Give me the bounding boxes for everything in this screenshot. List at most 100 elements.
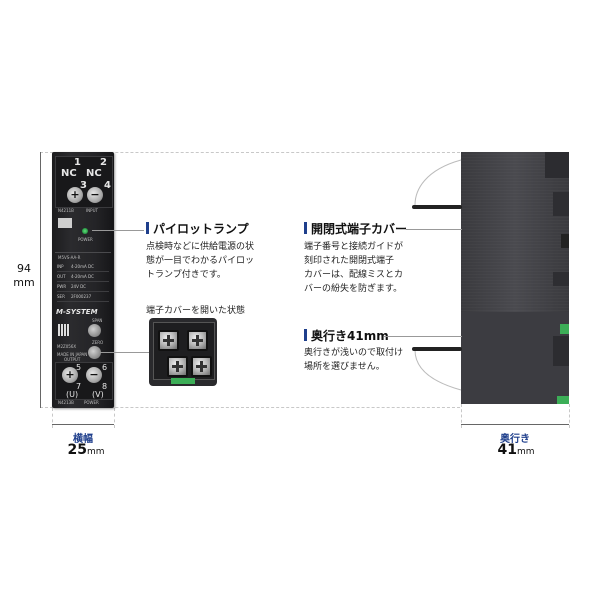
origin-label: MADE IN JAPAN bbox=[57, 352, 88, 357]
bottom-arc bbox=[414, 349, 462, 391]
heading-accent-bar bbox=[304, 329, 307, 341]
depth-value-block: 41mm bbox=[476, 442, 556, 458]
pilot-lamp-line: 点検時などに供給電源の状 bbox=[146, 242, 255, 252]
terminal-minus-screw-bottom: − bbox=[86, 367, 102, 383]
heading-accent-bar bbox=[304, 222, 307, 234]
terminal-number-7: 7 bbox=[76, 382, 82, 391]
spec-key: SER bbox=[57, 294, 65, 299]
pilot-lamp-leader-line bbox=[92, 230, 144, 231]
terminal-plus-screw: + bbox=[67, 187, 83, 203]
guide-depth-left bbox=[461, 404, 462, 428]
terminal-cover-heading: 開閉式端子カバー bbox=[304, 222, 407, 236]
span-label: SPAN bbox=[92, 318, 103, 323]
side-leader-arcs bbox=[414, 159, 462, 391]
bottom-power-label: POWER bbox=[84, 400, 99, 405]
spec-val: 4-20mA DC bbox=[71, 264, 94, 269]
bottom-model-label: N4213B bbox=[58, 400, 74, 405]
guide-depth-right bbox=[569, 404, 570, 428]
power-label: POWER bbox=[78, 237, 93, 242]
module-front-view: 1 2 NC NC 3 4 + − N4211B INPUT POWER M5V… bbox=[52, 152, 114, 408]
cover-open-caption: 端子カバーを開いた状態 bbox=[146, 306, 246, 316]
spec-val: 2F000237 bbox=[71, 294, 92, 299]
width-value: 25 bbox=[67, 442, 87, 458]
qr-code-icon bbox=[58, 324, 70, 336]
side-lower-block bbox=[461, 312, 569, 404]
terminal-cover-heading-text: 開閉式端子カバー bbox=[311, 222, 408, 236]
terminal-number-2: 2 bbox=[100, 157, 107, 168]
terminal-number-8: 8 bbox=[102, 382, 108, 391]
spec-row: SER 2F000237 bbox=[57, 293, 109, 302]
depth-note-heading: 奥行き41mm bbox=[304, 329, 389, 343]
terminal-cover-open-inset bbox=[149, 318, 217, 386]
terminal-screw-icon bbox=[158, 330, 179, 351]
pilot-lamp-led bbox=[82, 228, 88, 234]
terminal-cover-leader-line bbox=[406, 229, 462, 230]
width-dimension-line bbox=[52, 424, 114, 425]
brand-logo-icon bbox=[58, 218, 72, 228]
depth-note-line: 場所を選びません。 bbox=[304, 362, 385, 372]
depth-dimension-line bbox=[461, 424, 569, 425]
pilot-lamp-line: 態が一目でわかるパイロッ bbox=[146, 256, 255, 266]
inset-leader-line bbox=[100, 352, 150, 353]
inset-green-tab bbox=[171, 378, 195, 384]
terminal-cover-line: バーの紛失を防ぎます。 bbox=[304, 284, 403, 294]
terminal-nc-1: NC bbox=[61, 168, 77, 179]
zero-label: ZERO bbox=[92, 340, 104, 345]
spec-key: PWR bbox=[57, 284, 67, 289]
side-middle-step bbox=[553, 272, 569, 286]
terminal-v-label: (V) bbox=[92, 390, 104, 399]
spec-key: OUT bbox=[57, 274, 66, 279]
terminal-u-label: (U) bbox=[66, 390, 79, 399]
terminal-number-4: 4 bbox=[104, 180, 111, 191]
spec-row: PWR 24V DC bbox=[57, 283, 109, 292]
spec-row: INP 4-20mA DC bbox=[57, 263, 109, 272]
side-hook-bottom bbox=[412, 347, 462, 351]
pilot-lamp-line: トランプ付きです。 bbox=[146, 270, 226, 280]
brand-name: M-SYSTEM bbox=[56, 308, 98, 316]
side-rail-slot bbox=[561, 234, 569, 248]
guide-top bbox=[40, 152, 460, 153]
terminal-number-3: 3 bbox=[80, 180, 87, 191]
side-lower-notch bbox=[553, 336, 569, 366]
bottom-terminal-block: 5 6 + − 7 8 (U) (V) bbox=[55, 362, 113, 400]
top-terminal-block: 1 2 NC NC 3 4 + − bbox=[55, 156, 113, 208]
input-model-label: N4211B bbox=[58, 208, 74, 213]
height-dimension-line bbox=[40, 152, 41, 408]
output-label: OUTPUT bbox=[64, 357, 81, 362]
pilot-lamp-description: 点検時などに供給電源の状 態が一目でわかるパイロッ トランプ付きです。 bbox=[146, 240, 276, 282]
terminal-cover-line: 刻印された開閉式端子 bbox=[304, 256, 395, 266]
guide-width-left bbox=[52, 408, 53, 428]
top-arc bbox=[414, 159, 462, 206]
spec-key: INP bbox=[57, 264, 64, 269]
spec-val: 24V DC bbox=[71, 284, 86, 289]
side-top-step bbox=[553, 192, 569, 216]
zero-trimmer[interactable] bbox=[88, 346, 101, 359]
side-top-notch bbox=[545, 152, 569, 178]
terminal-cover-line: 端子番号と接続ガイドが bbox=[304, 242, 404, 252]
terminal-number-5: 5 bbox=[76, 363, 82, 372]
terminal-plus-screw-bottom: + bbox=[62, 367, 78, 383]
depth-title: 奥行き bbox=[500, 434, 530, 445]
side-bottom-green-tab bbox=[557, 396, 569, 404]
terminal-screw-icon bbox=[187, 330, 208, 351]
terminal-cover-description: 端子番号と接続ガイドが 刻印された開閉式端子 カバーは、配線ミスとカ バーの紛失… bbox=[304, 240, 424, 296]
depth-note-leader-line bbox=[384, 336, 462, 337]
spec-label-panel: M5VS-AA-R INP 4-20mA DC OUT 4-20mA DC PW… bbox=[55, 252, 111, 307]
terminal-number-6: 6 bbox=[102, 363, 108, 372]
guide-width-right bbox=[114, 408, 115, 428]
terminal-minus-screw: − bbox=[87, 187, 103, 203]
height-value: 94 bbox=[17, 262, 31, 275]
side-top-green-tab bbox=[560, 324, 569, 334]
pilot-lamp-heading: パイロットランプ bbox=[146, 222, 249, 236]
depth-note-heading-text: 奥行き41mm bbox=[311, 329, 389, 343]
height-dimension-label: 94 mm bbox=[10, 262, 38, 290]
span-trimmer[interactable] bbox=[88, 324, 101, 337]
heading-accent-bar bbox=[146, 222, 149, 234]
guide-bottom bbox=[40, 407, 460, 408]
width-unit: mm bbox=[86, 447, 105, 457]
serial-label: M2Z056X bbox=[57, 344, 77, 349]
module-side-view bbox=[461, 152, 569, 404]
depth-note-line: 奥行きが浅いので取付け bbox=[304, 348, 404, 358]
spec-row: OUT 4-20mA DC bbox=[57, 273, 109, 282]
input-label: INPUT bbox=[86, 208, 98, 213]
